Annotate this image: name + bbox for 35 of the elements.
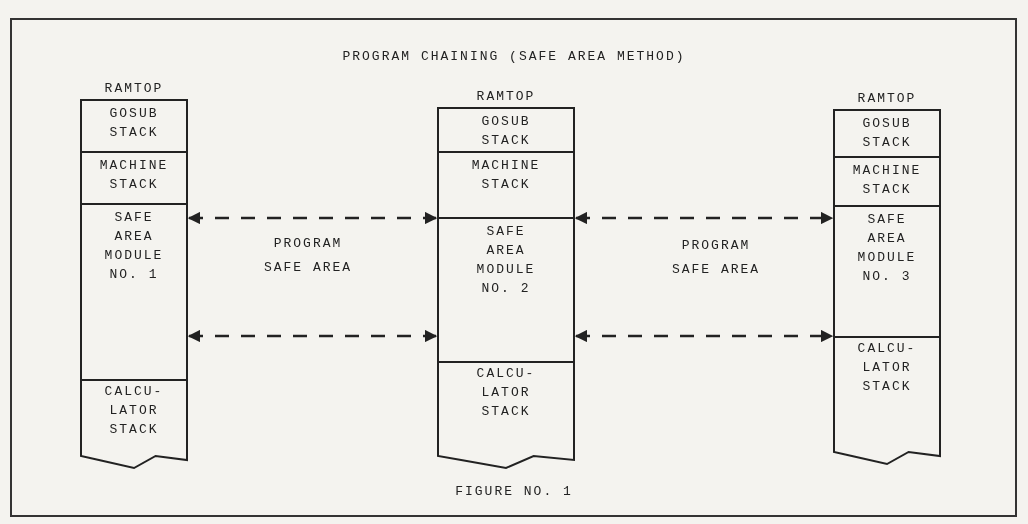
memory-block — [80, 203, 188, 381]
dashed-double-arrow — [574, 211, 834, 225]
stack-cell — [80, 99, 188, 153]
memory-block — [437, 217, 575, 363]
cell-label: GOSUB STACK — [108, 105, 160, 142]
region-label: PROGRAM SAFE AREA — [670, 237, 762, 279]
stack-block — [80, 379, 188, 470]
dashed-double-arrow — [187, 329, 438, 343]
cell-label: MACHINE STACK — [98, 157, 170, 194]
cell-label: MACHINE STACK — [851, 162, 923, 199]
address-label: RAMTOP — [475, 88, 537, 106]
stack-block — [833, 336, 941, 466]
cell-label: CALCU- LATOR STACK — [103, 383, 165, 439]
region-label: PROGRAM SAFE AREA — [262, 235, 354, 277]
cell-label: SAFE AREA MODULE NO. 1 — [103, 209, 165, 284]
cell-label: SAFE AREA MODULE NO. 3 — [856, 211, 918, 286]
dashed-double-arrow — [574, 329, 834, 343]
cell-label: CALCU- LATOR STACK — [856, 340, 918, 396]
cell-label: GOSUB STACK — [480, 113, 532, 150]
address-label: RAMTOP — [856, 90, 918, 108]
cell-label: SAFE AREA MODULE NO. 2 — [475, 223, 537, 298]
stack-cell — [80, 151, 188, 205]
cell-label: CALCU- LATOR STACK — [475, 365, 537, 421]
diagram-title: PROGRAM CHAINING (SAFE AREA METHOD) — [341, 48, 687, 66]
figure-caption: FIGURE NO. 1 — [454, 483, 574, 501]
stack-cell — [833, 156, 941, 207]
address-label: RAMTOP — [103, 80, 165, 98]
memory-block — [833, 205, 941, 338]
stack-cell — [437, 151, 575, 219]
cell-label: GOSUB STACK — [861, 115, 913, 152]
dashed-double-arrow — [187, 211, 438, 225]
cell-label: MACHINE STACK — [470, 157, 542, 194]
stack-block — [437, 361, 575, 470]
stack-cell — [437, 107, 575, 153]
stack-cell — [833, 109, 941, 158]
